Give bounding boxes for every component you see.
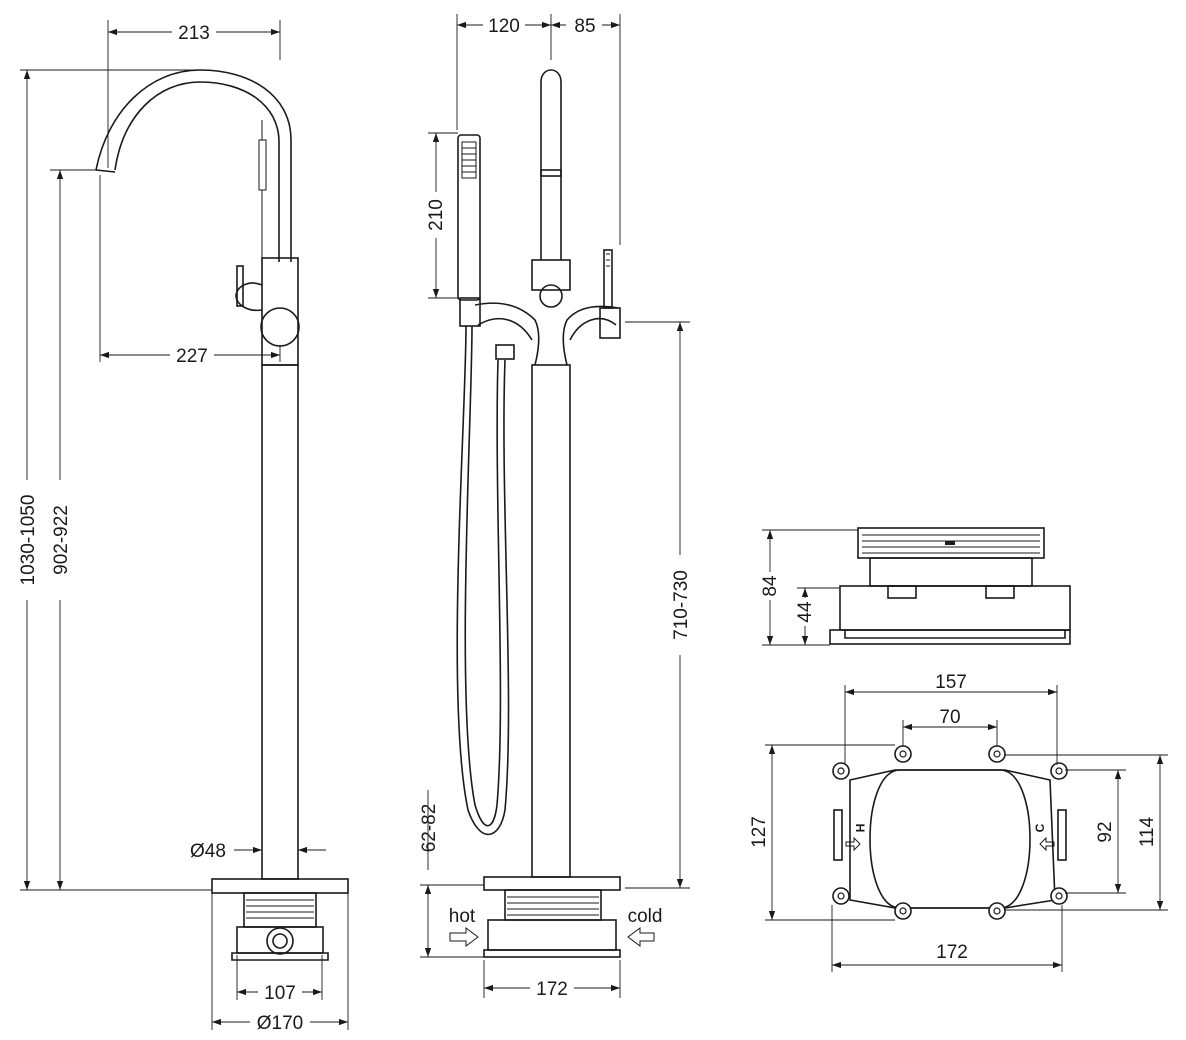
dim-outer-holes: 157	[935, 672, 967, 693]
hot-arrow-icon	[845, 836, 861, 852]
dim-column-diameter: Ø48	[190, 841, 226, 862]
dim-base-width: 172	[536, 979, 568, 1000]
dim-right-offset: 85	[574, 16, 595, 37]
dim-inner-holes: 70	[939, 707, 960, 728]
dim-plan-height: 127	[749, 816, 770, 848]
cold-inlet-arrow-icon	[627, 927, 655, 947]
faucet-front-view: 120 85 210 710-730 62-82 hot cold 172	[419, 13, 693, 1000]
label-hot: hot	[449, 906, 476, 927]
box-side-view: 84 44	[759, 527, 1071, 646]
dim-box-frame-height: 44	[795, 601, 816, 623]
faucet-side-view: 213 227 1030-1050 902-922 Ø48 107 Ø170	[16, 20, 349, 1034]
dim-base-diameter: Ø170	[257, 1013, 303, 1034]
dim-box-depth: 62-82	[419, 804, 440, 853]
dim-inner-height: 92	[1095, 821, 1116, 842]
dim-plan-width: 172	[936, 942, 968, 963]
label-cold: cold	[628, 906, 663, 927]
dim-box-total-height: 84	[760, 575, 781, 597]
dim-box-width: 107	[264, 983, 296, 1004]
dim-handle-reach: 227	[176, 346, 208, 367]
dim-body-height: 710-730	[671, 570, 692, 640]
dim-left-offset: 120	[488, 16, 520, 37]
box-plan-view: H C 157 70 127 92 114 172	[749, 672, 1168, 972]
hot-mark: H	[853, 824, 867, 833]
hot-inlet-arrow-icon	[449, 927, 479, 947]
dim-spout-reach: 213	[178, 23, 210, 44]
cold-mark: C	[1033, 823, 1047, 832]
dim-spout-height: 902-922	[51, 505, 72, 575]
dim-hand-shower-length: 210	[426, 199, 447, 231]
cold-arrow-icon	[1039, 836, 1055, 852]
dim-outer-height: 114	[1137, 816, 1158, 847]
dim-total-height: 1030-1050	[18, 495, 39, 586]
